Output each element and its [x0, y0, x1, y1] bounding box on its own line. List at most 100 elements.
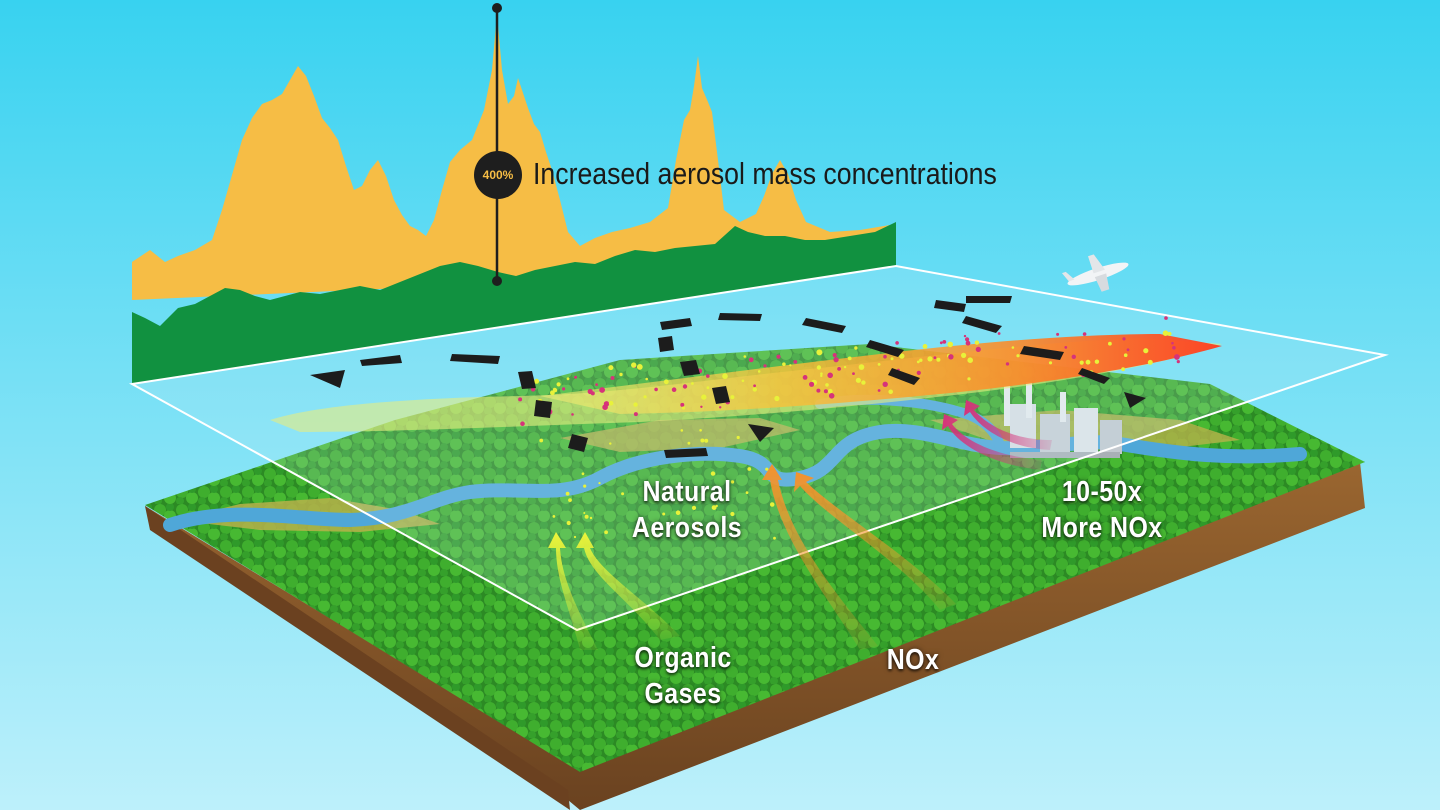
wind-arrow-icon	[568, 434, 588, 452]
nox-arrow-icon	[762, 464, 878, 650]
aerosol-particle	[654, 387, 658, 392]
aerosol-particle	[975, 346, 981, 352]
aerosol-particle	[608, 400, 614, 406]
aerosol-particle	[691, 382, 694, 385]
aerosol-particle	[965, 337, 970, 342]
aerosol-particle	[997, 332, 1001, 335]
aerosol-particle	[573, 535, 577, 539]
aerosol-particle	[963, 334, 967, 338]
wind-arrow-icon	[962, 316, 1002, 333]
aerosol-particle	[604, 530, 608, 535]
aerosol-particle	[1016, 354, 1020, 358]
aerosol-particle	[809, 381, 815, 387]
aerosol-particle	[609, 442, 612, 445]
aerosol-particle	[671, 387, 677, 393]
aerosol-particle	[854, 346, 858, 350]
more-nox-line-1: 10-50x	[1061, 476, 1143, 508]
aerosol-particle	[947, 341, 953, 348]
wind-arrow-icon	[450, 354, 500, 364]
aerosol-particle	[939, 341, 943, 345]
aerosol-particle	[706, 374, 710, 378]
aerosol-particle	[566, 520, 571, 526]
aerosol-particle	[816, 365, 822, 370]
aerosol-particle	[696, 524, 700, 528]
aerosol-particle	[599, 387, 605, 393]
wind-arrow-icon	[1078, 368, 1110, 384]
aerosol-particle	[919, 358, 923, 362]
wind-arrow-icon	[888, 368, 920, 385]
aerosol-particle	[793, 360, 798, 364]
urban-arrow-icon	[942, 414, 1042, 470]
aerosol-particle	[858, 364, 865, 370]
aerosol-particle	[748, 357, 754, 363]
aerosol-particle	[1085, 359, 1091, 365]
aerosol-particle	[1162, 330, 1169, 337]
aerosol-particle	[916, 370, 921, 375]
aerosol-particle	[1164, 316, 1168, 320]
aerosol-particle	[765, 467, 769, 471]
aerosol-particle	[1176, 360, 1180, 364]
aerosol-particle	[698, 530, 701, 533]
aerosol-particle	[789, 364, 792, 367]
aerosol-particle	[633, 412, 638, 417]
aerosol-particle	[899, 353, 905, 359]
aerosol-particle	[581, 472, 585, 476]
wind-arrow-icon	[660, 318, 692, 330]
aerosol-particle	[534, 378, 540, 384]
aerosol-particle	[1094, 359, 1100, 364]
aerosol-particle	[1082, 332, 1087, 336]
aerosol-particle	[745, 491, 749, 494]
aerosol-particle	[631, 362, 637, 368]
clearing	[560, 418, 800, 452]
aerosol-particle	[1108, 341, 1112, 346]
organic-arrow-icon	[576, 532, 680, 640]
wind-arrow-icon	[966, 296, 1012, 303]
aerosol-particle	[539, 438, 544, 443]
aerosol-particle	[589, 516, 593, 520]
aerosol-particle	[823, 389, 828, 394]
aerosol-particle	[730, 395, 735, 400]
aerosol-particle	[1005, 362, 1010, 366]
aerosol-particle	[1143, 348, 1149, 354]
aerosol-particle	[1121, 367, 1125, 372]
aerosol-particle	[828, 388, 833, 394]
aerosol-particle	[776, 354, 781, 359]
aerosol-particle	[719, 406, 722, 409]
aerosol-particle	[706, 386, 710, 390]
landscape	[145, 344, 1365, 810]
aerosol-particle	[583, 512, 586, 514]
aerosol-particle	[715, 504, 718, 508]
aerosol-particle	[820, 372, 823, 376]
aerosol-particle	[710, 471, 716, 476]
wind-arrow-icon	[866, 340, 904, 357]
measure-dot-bottom	[492, 276, 502, 286]
wind-arrows	[310, 296, 1146, 458]
aerosol-particle	[641, 530, 645, 533]
organic-gases-line-1: Organic	[634, 642, 732, 674]
aerosol-particle	[757, 370, 761, 373]
wind-arrow-icon	[664, 448, 708, 458]
aerosol-particle	[888, 389, 893, 395]
wind-arrow-icon	[718, 313, 762, 321]
aerosol-particle	[828, 393, 835, 399]
aerosol-particle	[711, 505, 717, 510]
aerosol-particle	[1122, 337, 1126, 341]
wind-arrow-icon	[310, 370, 345, 388]
aerosol-particle	[782, 362, 786, 367]
aerosol-particle	[722, 373, 728, 380]
aerosol-particle	[520, 421, 525, 427]
aerosol-particle	[820, 374, 823, 378]
aerosol-particle	[556, 382, 561, 387]
more-nox-line-2: More NOx	[1041, 512, 1163, 544]
natural-aerosols-line-1: Natural	[642, 476, 732, 508]
aerosol-particle	[927, 356, 933, 362]
aerosol-particle	[704, 438, 709, 443]
aerosol-particle	[832, 353, 837, 358]
aerosol-particle	[699, 429, 702, 432]
aerosol-particle	[680, 429, 684, 432]
aerosol-particle	[682, 384, 688, 389]
wind-arrow-icon	[1124, 392, 1146, 408]
aerosol-particle	[584, 514, 589, 519]
wind-arrow-icon	[712, 386, 730, 404]
aerosol-particle	[645, 377, 648, 381]
